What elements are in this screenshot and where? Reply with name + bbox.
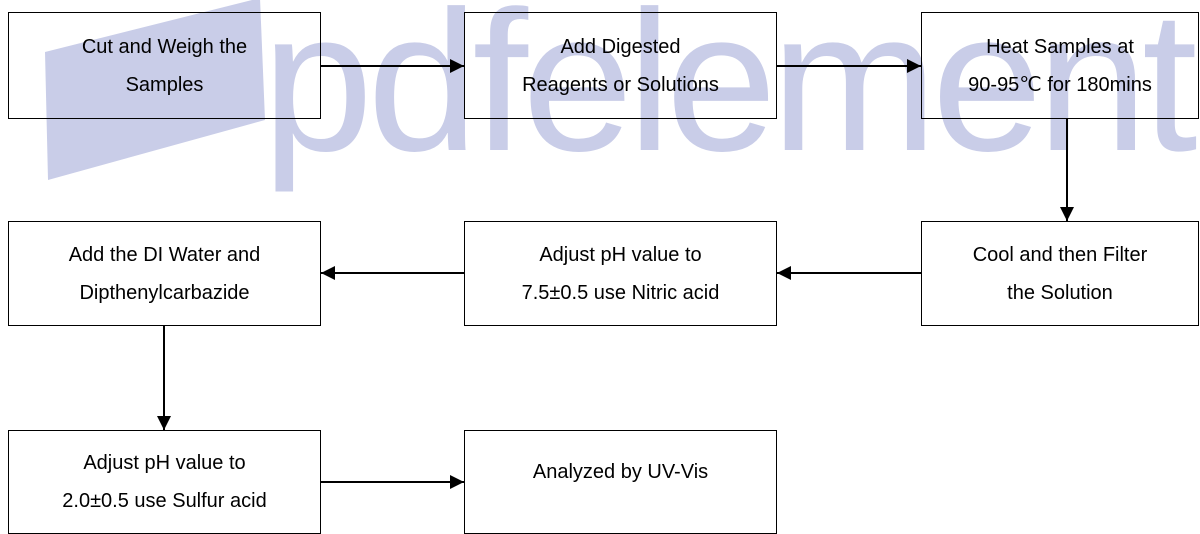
step-text-line: Add the DI Water and <box>68 243 261 266</box>
step-text-line: Heat Samples at <box>986 35 1134 58</box>
step-text-line: the Solution <box>1007 281 1113 304</box>
step-text-line: 90-95℃ for 180mins <box>968 73 1152 96</box>
step-analyze: Analyzed by UV-Vis <box>464 430 777 534</box>
step-text-line: Cut and Weigh the <box>81 35 248 58</box>
step-add-reagents: Add Digested Reagents or Solutions <box>464 12 777 119</box>
step-text-line: Analyzed by UV-Vis <box>532 461 709 483</box>
step-adjust-ph-sulfur: Adjust pH value to 2.0±0.5 use Sulfur ac… <box>8 430 321 534</box>
step-text-line: Cool and then Filter <box>972 243 1148 266</box>
step-cut-weigh: Cut and Weigh the Samples <box>8 12 321 119</box>
step-text-line: Reagents or Solutions <box>522 73 719 96</box>
step-text-line: Samples <box>125 73 204 96</box>
step-adjust-ph-nitric: Adjust pH value to 7.5±0.5 use Nitric ac… <box>464 221 777 326</box>
step-add-di-water: Add the DI Water and Dipthenylcarbazide <box>8 221 321 326</box>
step-text-line: Dipthenylcarbazide <box>79 281 250 304</box>
step-cool-filter: Cool and then Filter the Solution <box>921 221 1199 326</box>
step-text-line: Adjust pH value to <box>539 243 702 266</box>
step-text-line: 2.0±0.5 use Sulfur acid <box>62 490 267 512</box>
step-text-line: Adjust pH value to <box>83 452 246 474</box>
step-heat: Heat Samples at 90-95℃ for 180mins <box>921 12 1199 119</box>
step-text-line: Add Digested <box>560 35 681 58</box>
step-text-line: 7.5±0.5 use Nitric acid <box>521 281 720 304</box>
